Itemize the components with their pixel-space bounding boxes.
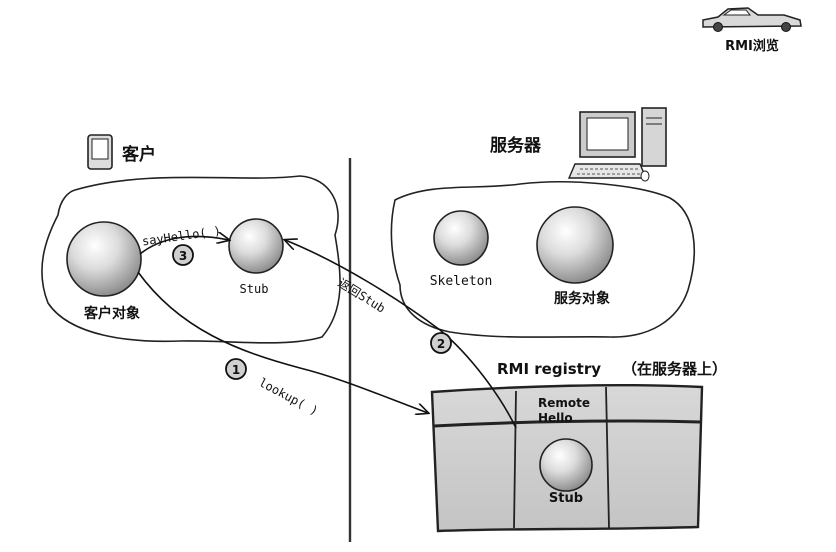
client-stub-sphere bbox=[228, 218, 284, 274]
client-object-sphere bbox=[66, 221, 142, 297]
client-stub-label: Stub bbox=[240, 282, 269, 296]
step-badge-2: 2 bbox=[430, 332, 452, 354]
handheld-device-icon bbox=[87, 134, 113, 170]
server-title: 服务器 bbox=[490, 135, 542, 156]
skeleton-label: Skeleton bbox=[430, 274, 493, 289]
registry-entry-line1: Remote bbox=[538, 396, 590, 410]
registry-note: （在服务器上） bbox=[622, 360, 727, 378]
car-badge-label: RMI浏览 bbox=[725, 38, 779, 54]
svg-text:3: 3 bbox=[179, 249, 187, 263]
computer-icon bbox=[567, 107, 667, 182]
step-badge-3: 3 bbox=[172, 244, 194, 266]
skeleton-sphere bbox=[433, 210, 489, 266]
registry-stub-sphere bbox=[539, 438, 593, 492]
client-cloud bbox=[41, 175, 341, 344]
client-title: 客户 bbox=[121, 144, 156, 165]
service-object-sphere bbox=[536, 206, 614, 284]
service-object-label: 服务对象 bbox=[554, 290, 610, 307]
server-cloud bbox=[390, 181, 696, 338]
registry-stub-label: Stub bbox=[549, 491, 583, 506]
svg-text:1: 1 bbox=[232, 363, 240, 377]
return-stub-arrow bbox=[285, 240, 517, 429]
lookup-label: lookup( ) bbox=[257, 375, 321, 418]
sayhello-arrow bbox=[139, 236, 229, 255]
registry-entry-line2: Hello bbox=[538, 411, 573, 425]
client-object-label: 客户对象 bbox=[83, 305, 140, 322]
registry-title: RMI registry bbox=[497, 360, 601, 378]
car-icon bbox=[702, 7, 802, 32]
lookup-arrow bbox=[137, 271, 428, 413]
svg-text:2: 2 bbox=[437, 337, 445, 351]
step-badge-1: 1 bbox=[225, 358, 247, 380]
return-stub-label: 返回Stub bbox=[335, 276, 387, 316]
